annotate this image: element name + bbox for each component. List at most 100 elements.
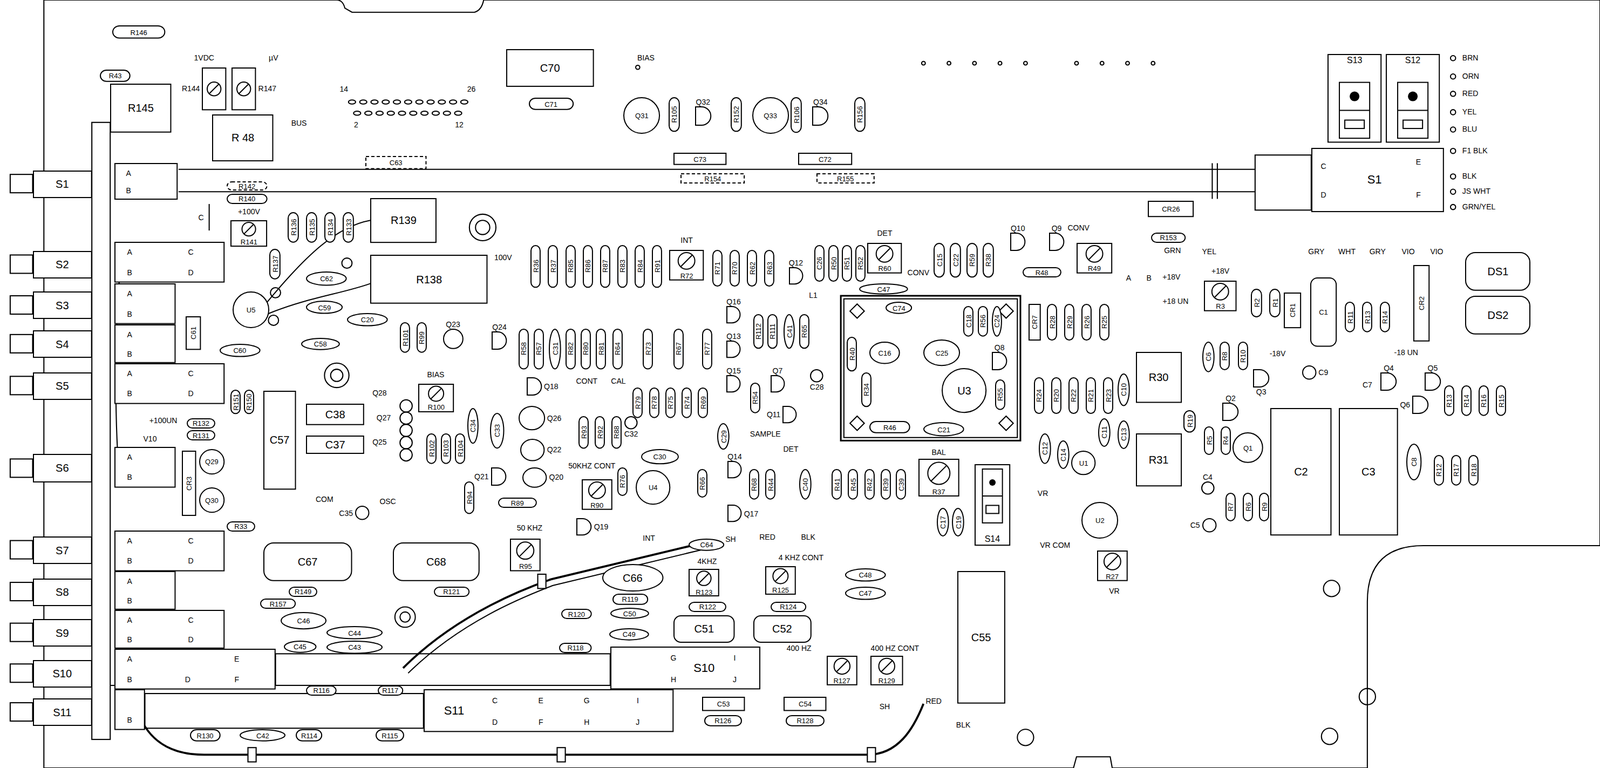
part-label: C54 <box>798 699 812 707</box>
component-outline <box>649 387 659 418</box>
resistor-symbol: R156 <box>854 97 866 132</box>
transistor-symbol: Q21 <box>491 467 507 486</box>
component-outline <box>613 594 648 605</box>
trimmer-slot <box>519 544 532 557</box>
part-label: Q26 <box>546 414 562 422</box>
contact-letter: A <box>126 169 132 177</box>
resistor-symbol: R22 <box>1068 377 1079 414</box>
board-label: BLK <box>1461 172 1478 181</box>
component-outline <box>799 469 812 500</box>
slide-switch: S13 <box>1327 53 1382 143</box>
transistor-symbol: Q2 <box>1222 402 1239 421</box>
part-label: R79 <box>634 396 642 410</box>
part-label: C43 <box>348 643 362 651</box>
component-box: C68 <box>392 542 480 582</box>
transistor-symbol: Q7 <box>770 375 785 393</box>
resistor-symbol: R76 <box>617 467 628 496</box>
board-label: SH <box>878 702 891 711</box>
transistor-outline <box>1049 233 1064 251</box>
part-label: C53 <box>717 699 731 707</box>
round-component: C62 <box>305 271 347 286</box>
component-outline <box>1380 302 1390 332</box>
part-label: R66 <box>698 477 706 490</box>
board-label: YEL <box>1201 247 1218 256</box>
board-label: 400 HZ CONT <box>869 644 921 653</box>
component-outline <box>114 163 177 200</box>
part-label: C26 <box>815 256 823 270</box>
part-label: C73 <box>693 155 707 163</box>
board-detail <box>1450 204 1456 210</box>
board-detail <box>1450 55 1456 61</box>
part-label: R12 <box>1435 463 1443 477</box>
resistor-symbol: R28 <box>1046 303 1058 341</box>
board-label: L1 <box>807 291 819 300</box>
component-outline <box>673 153 726 165</box>
transistor-symbol: Q14 <box>727 460 742 479</box>
board-label: INT <box>679 236 694 245</box>
part-label: Q31 <box>635 111 649 119</box>
part-label: C17 <box>939 515 947 529</box>
outline-layer <box>1412 395 1429 414</box>
component-outline <box>441 433 451 464</box>
round-component: C17 <box>936 507 950 537</box>
resistor-symbol: R86 <box>582 244 594 288</box>
resistor-symbol: R134 <box>324 212 336 243</box>
transistor-outline <box>527 377 542 396</box>
resistor-symbol: R19 <box>1183 410 1196 433</box>
component-outline <box>611 416 622 448</box>
mounting-hole <box>399 611 411 623</box>
slide-switch: S12 <box>1385 53 1440 143</box>
board-label: CAL <box>609 377 627 386</box>
switch-tab <box>10 254 33 274</box>
component-outline <box>581 329 591 370</box>
part-label: R40 <box>848 347 856 361</box>
component-outline <box>753 615 812 643</box>
board-label: Q28 <box>371 389 388 398</box>
corner-mark <box>998 416 1013 431</box>
component-outline <box>1204 281 1237 311</box>
resistor-symbol: R116 <box>305 685 337 696</box>
trimmer-screw <box>236 82 251 96</box>
round-component: C29 <box>717 423 730 450</box>
resistor-symbol: R119 <box>612 593 649 605</box>
component-box: C55 <box>957 570 1006 704</box>
switch-tab <box>10 663 33 683</box>
resistor-symbol: R128 <box>785 715 825 727</box>
component-box: C3 <box>1338 407 1399 536</box>
component-box: S8 <box>32 578 93 607</box>
part-label: R151 <box>232 393 240 411</box>
part-label: R19 <box>1186 414 1194 428</box>
part-label: R117 <box>382 686 399 694</box>
board-label: CONT <box>574 377 599 386</box>
resistor-symbol: R36 <box>530 244 541 288</box>
cable-band <box>538 574 547 589</box>
part-label: C71 <box>544 100 558 108</box>
part-label: R80 <box>582 342 590 356</box>
part-label: R122 <box>699 603 717 611</box>
resistor-symbol: R20 <box>1051 377 1062 414</box>
board-label: BLU <box>1461 125 1479 134</box>
switch-contacts: ACBD <box>114 363 225 405</box>
trimmer-screw <box>207 82 221 96</box>
component-box: CR7 <box>1028 303 1041 341</box>
board-label: 100V <box>493 253 514 262</box>
contact-letter: C <box>188 248 194 256</box>
component-outline <box>114 363 224 404</box>
component-outline <box>289 587 317 597</box>
outline-layer <box>520 438 545 462</box>
component-outline <box>1233 432 1263 463</box>
component-outline <box>418 384 454 412</box>
component-outline <box>1444 385 1454 416</box>
switch-contacts: B <box>114 689 146 731</box>
part-label: Q11 <box>766 410 781 419</box>
resistor-symbol: R9 <box>1258 492 1270 522</box>
part-label: U3 <box>957 385 972 397</box>
component-outline <box>596 329 606 370</box>
resistor-symbol: C71 <box>528 97 574 111</box>
round-component: C24 <box>991 305 1003 337</box>
board-label: VIO <box>1400 247 1416 256</box>
transistor-outline <box>727 461 741 478</box>
part-label: C46 <box>297 616 311 624</box>
board-detail <box>1450 148 1456 154</box>
switch-tab <box>10 295 33 315</box>
